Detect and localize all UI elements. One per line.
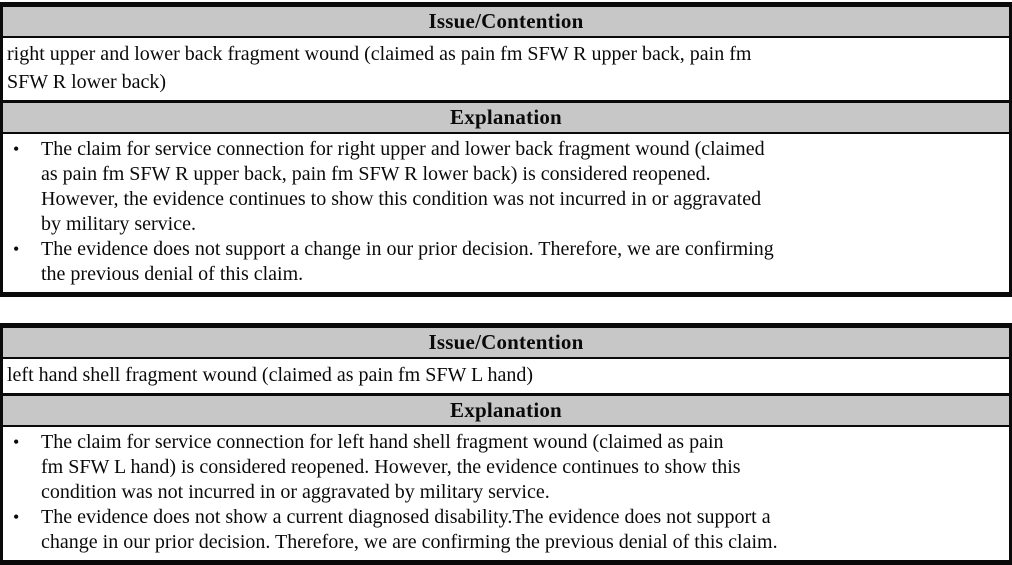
list-item: • The evidence does not support a change… xyxy=(3,237,1003,287)
claim-table-left-hand: Issue/Contention left hand shell fragmen… xyxy=(0,323,1012,565)
list-item: • The claim for service connection for l… xyxy=(3,430,1003,505)
issue-contention-header: Issue/Contention xyxy=(3,7,1009,36)
bullet-icon: • xyxy=(13,239,20,259)
explanation-list: • The claim for service connection for l… xyxy=(3,425,1009,560)
bullet-icon: • xyxy=(13,507,20,527)
issue-contention-header: Issue/Contention xyxy=(3,328,1009,357)
bullet-text: The claim for service connection for lef… xyxy=(41,431,741,503)
bullet-icon: • xyxy=(13,432,20,452)
bullet-text: The claim for service connection for rig… xyxy=(41,138,765,235)
bullet-text: The evidence does not support a change i… xyxy=(41,238,774,285)
explanation-header: Explanation xyxy=(3,100,1009,132)
claim-table-right-back: Issue/Contention right upper and lower b… xyxy=(0,2,1012,297)
list-item: • The evidence does not show a current d… xyxy=(3,505,1003,555)
list-item: • The claim for service connection for r… xyxy=(3,137,1003,237)
explanation-header: Explanation xyxy=(3,393,1009,425)
bullet-text: The evidence does not show a current dia… xyxy=(41,506,778,553)
issue-text: right upper and lower back fragment woun… xyxy=(3,36,1009,100)
bullet-icon: • xyxy=(13,139,20,159)
issue-text: left hand shell fragment wound (claimed … xyxy=(3,357,1009,393)
explanation-list: • The claim for service connection for r… xyxy=(3,132,1009,292)
